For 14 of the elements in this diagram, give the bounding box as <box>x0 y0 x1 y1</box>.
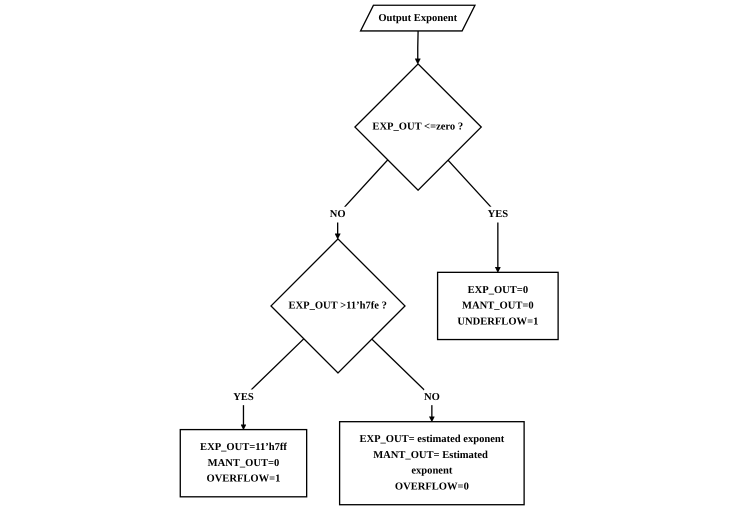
arrow <box>240 338 304 430</box>
node-box: EXP_OUT=0 MANT_OUT=0 UNDERFLOW=1 <box>437 272 560 340</box>
arrow <box>335 160 388 240</box>
node-box: EXP_OUT=11’h7ff MANT_OUT=0 OVERFLOW=1 <box>180 428 308 498</box>
node-box: EXP_OUT= estimated exponent MANT_OUT= Estimated exponent OVERFLOW=0 <box>339 421 526 506</box>
arrow <box>372 338 436 422</box>
edge-label: NO <box>424 391 440 403</box>
arrow <box>415 31 421 64</box>
edge-label: NO <box>330 208 346 220</box>
edge-label: YES <box>234 391 254 403</box>
node-diamond: EXP_OUT <=zero ? <box>354 62 482 192</box>
node-diamond: EXP_OUT >11’h7fe ? <box>270 238 406 374</box>
arrow <box>448 160 502 273</box>
edge-label: YES <box>488 208 508 220</box>
